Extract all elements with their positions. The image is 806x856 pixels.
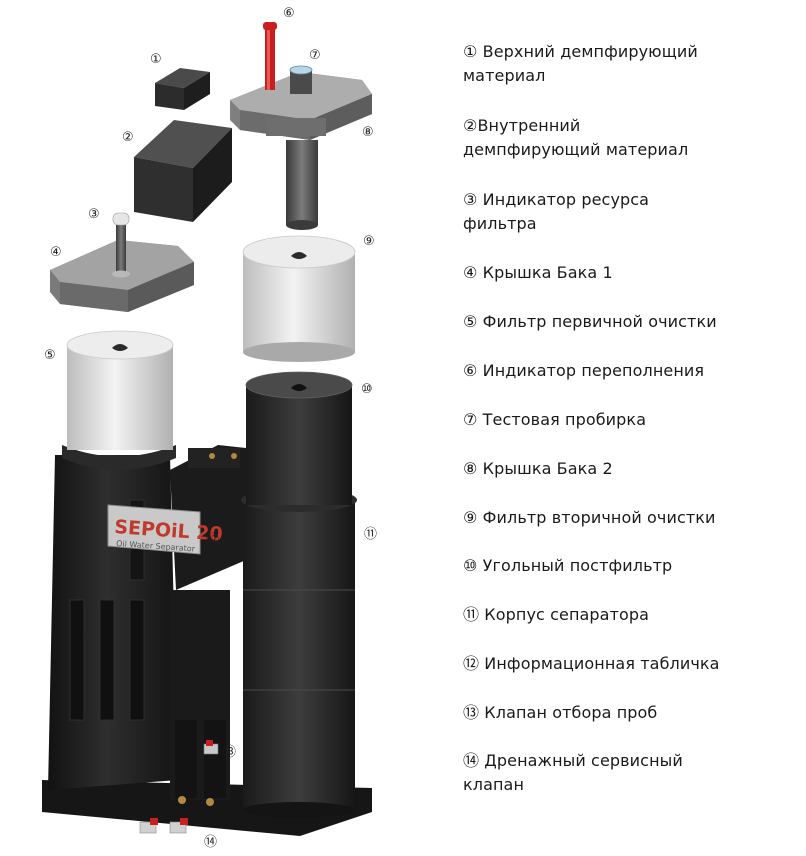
callout-2: ② xyxy=(122,130,134,145)
legend-text: Информационная табличка xyxy=(484,654,720,673)
legend-number: ③ xyxy=(463,190,478,209)
brass-fitting-icon xyxy=(206,798,214,806)
legend-text: Дренажный сервисный клапан xyxy=(463,751,683,794)
callout-1: ① xyxy=(150,52,162,67)
legend-number: ⑦ xyxy=(463,410,478,429)
legend-number: ⑫ xyxy=(463,654,480,673)
legend-text: Внутренний демпфирующий материал xyxy=(463,116,689,159)
legend-text: Корпус сепаратора xyxy=(484,605,650,624)
legend-number: ④ xyxy=(463,263,478,282)
legend-number: ⑨ xyxy=(463,508,478,527)
legend-item-13: ⑬ Клапан отбора проб xyxy=(463,701,723,725)
lid-2 xyxy=(230,72,372,230)
legend-text: Крышка Бака 1 xyxy=(482,263,613,282)
legend-item-14: ⑭ Дренажный сервисный клапан xyxy=(463,749,723,797)
callout-6: ⑥ xyxy=(283,6,295,21)
legend-text: Верхний демпфирующий материал xyxy=(463,42,698,85)
legend-number: ⑧ xyxy=(463,459,478,478)
legend-number: ⑭ xyxy=(463,751,480,770)
callout-3: ③ xyxy=(88,207,100,222)
legend-item-2: ②Внутренний демпфирующий материал xyxy=(463,114,723,162)
separator-exploded-diagram: SEPOiL 20 Oil Water Separator ① ② ③ ④ ⑤ … xyxy=(42,6,377,850)
legend-text: Тестовая пробирка xyxy=(482,410,647,429)
legend-number: ⑤ xyxy=(463,312,478,331)
overflow-indicator xyxy=(263,22,277,90)
primary-filter xyxy=(66,330,174,450)
callout-4: ④ xyxy=(50,245,62,260)
legend-item-10: ⑩ Угольный постфильтр xyxy=(463,554,723,578)
legend-text: Клапан отбора проб xyxy=(484,703,658,722)
legend-item-11: ⑪ Корпус сепаратора xyxy=(463,603,723,627)
callout-11: ⑪ xyxy=(364,527,377,542)
sample-valve xyxy=(203,740,219,755)
legend-text: Индикатор переполнения xyxy=(482,361,705,380)
drain-valves xyxy=(139,818,188,834)
legend-item-4: ④ Крышка Бака 1 xyxy=(463,261,723,285)
legend-item-9: ⑨ Фильтр вторичной очистки xyxy=(463,506,723,530)
brass-fitting-icon xyxy=(178,796,186,804)
test-tube xyxy=(289,65,313,94)
legend-item-7: ⑦ Тестовая пробирка xyxy=(463,408,723,432)
legend-text: Индикатор ресурса фильтра xyxy=(463,190,650,233)
callout-8: ⑧ xyxy=(362,125,374,140)
legend-item-5: ⑤ Фильтр первичной очистки xyxy=(463,310,723,334)
legend-number: ② xyxy=(463,116,478,135)
callout-5: ⑤ xyxy=(44,348,56,363)
legend-number: ⑪ xyxy=(463,605,480,624)
legend-text: Угольный постфильтр xyxy=(482,556,673,575)
secondary-filter xyxy=(242,235,356,362)
legend-number: ① xyxy=(463,42,478,61)
callout-10: ⑩ xyxy=(361,382,373,397)
inner-damping-material xyxy=(134,120,232,222)
legend-item-1: ① Верхний демпфирующий материал xyxy=(463,40,723,88)
legend-item-8: ⑧ Крышка Бака 2 xyxy=(463,457,723,481)
filter-life-indicator xyxy=(112,212,130,278)
legend-item-6: ⑥ Индикатор переполнения xyxy=(463,359,723,383)
legend-item-3: ③ Индикатор ресурса фильтра xyxy=(463,188,723,236)
legend-number: ⑩ xyxy=(463,556,478,575)
legend-item-12: ⑫ Информационная табличка xyxy=(463,652,723,676)
legend-number: ⑥ xyxy=(463,361,478,380)
carbon-post-filter xyxy=(245,371,353,505)
callout-12: ⑫ xyxy=(206,533,219,548)
legend-text: Крышка Бака 2 xyxy=(482,459,613,478)
legend-text: Фильтр первичной очистки xyxy=(482,312,717,331)
callout-13: ⑬ xyxy=(223,745,236,760)
legend-number: ⑬ xyxy=(463,703,480,722)
callout-14: ⑭ xyxy=(204,835,217,850)
legend-text: Фильтр вторичной очистки xyxy=(482,508,716,527)
top-damping-material xyxy=(155,68,210,110)
callout-7: ⑦ xyxy=(309,48,321,63)
callout-9: ⑨ xyxy=(363,234,375,249)
